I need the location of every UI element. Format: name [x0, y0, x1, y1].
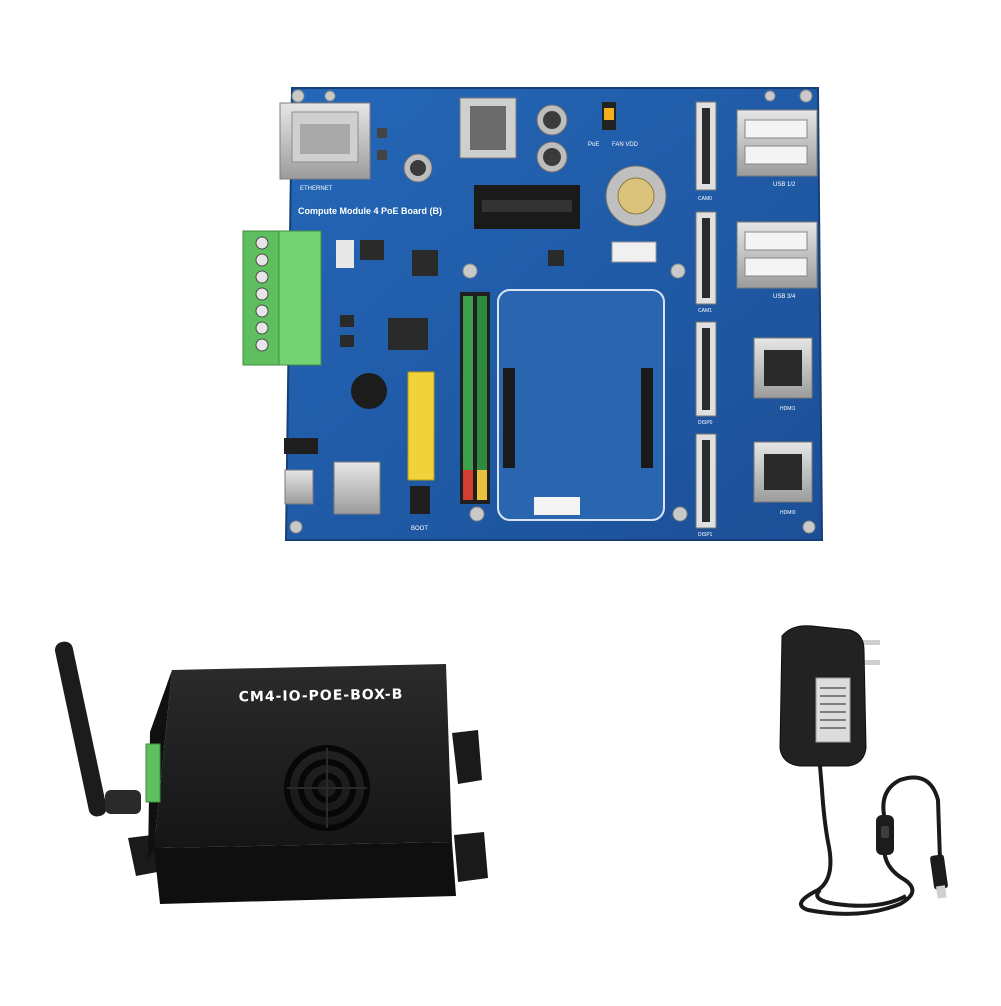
- fan-connector: [611, 241, 657, 263]
- boot-header: [410, 486, 430, 514]
- hdmi-ports: [753, 337, 813, 503]
- disp0-silk: DISP0: [698, 420, 713, 426]
- fan-grille-spokes: [287, 748, 367, 828]
- plug-prong-top: [858, 640, 880, 645]
- disp1-silk: DISP1: [698, 532, 713, 538]
- wifi-antenna: [54, 641, 107, 817]
- adapter-label-lines: [820, 687, 846, 729]
- poe-board: ETHERNET PoE FAN VDD Compute Module 4 Po…: [242, 87, 824, 541]
- rtc-battery: [617, 177, 655, 215]
- cm4-connector-right: [641, 368, 653, 468]
- fpc-slots: [702, 108, 710, 522]
- ethernet-silk: ETHERNET: [300, 186, 333, 192]
- usb-ports: [736, 109, 818, 289]
- poe-silk: PoE: [588, 142, 599, 148]
- hdmi1-silk: HDMI1: [780, 406, 796, 412]
- usb34-silk: USB 3/4: [773, 294, 796, 300]
- enclosure-label: CM4-IO-POE-BOX-B: [238, 686, 404, 706]
- power-adapter: [779, 625, 948, 916]
- adapter-cable: [799, 765, 942, 916]
- cm4-connector-left: [503, 368, 515, 468]
- board-title: Compute Module 4 PoE Board (B): [298, 206, 442, 216]
- adapter-label: [815, 677, 851, 743]
- mounting-holes: [289, 89, 816, 534]
- sd-socket: [333, 461, 381, 515]
- mounting-flange-right-bottom: [454, 832, 488, 882]
- cable-loop: [815, 888, 907, 908]
- cam0-silk: CAM0: [698, 196, 712, 202]
- pcie-slot-opening: [482, 200, 572, 212]
- switch-rocker: [881, 826, 889, 838]
- cam1-silk: CAM1: [698, 308, 712, 314]
- usb-c-power-port: [284, 469, 314, 505]
- usb12-silk: USB 1/2: [773, 182, 796, 188]
- jumper-cap: [604, 108, 614, 120]
- hdmi0-silk: HDMI0: [780, 510, 796, 516]
- ethernet-port: [279, 102, 387, 180]
- antenna-base: [105, 790, 141, 814]
- cm4-socket-area: [497, 289, 665, 521]
- terminal-block: [242, 230, 322, 366]
- transformer-core: [470, 106, 506, 150]
- gpio-header: [460, 292, 490, 504]
- cm4-enclosure: [54, 641, 488, 904]
- fan-vdd-silk: FAN VDD: [612, 142, 639, 148]
- boot-silk: BOOT: [411, 526, 428, 532]
- label-sticker: [534, 497, 580, 515]
- plug-prong-bottom: [858, 660, 880, 665]
- usb-c-plug-tip: [935, 885, 947, 899]
- enclosure-front: [154, 842, 456, 904]
- buzzer: [351, 373, 387, 409]
- small-header: [284, 438, 318, 454]
- ic-chips: [336, 240, 564, 350]
- electrolytic-capacitors: [403, 104, 568, 183]
- usb-c-plug: [930, 854, 948, 890]
- mounting-flange-right-top: [452, 730, 482, 784]
- side-terminal-block: [145, 743, 161, 803]
- yellow-header: [407, 371, 435, 481]
